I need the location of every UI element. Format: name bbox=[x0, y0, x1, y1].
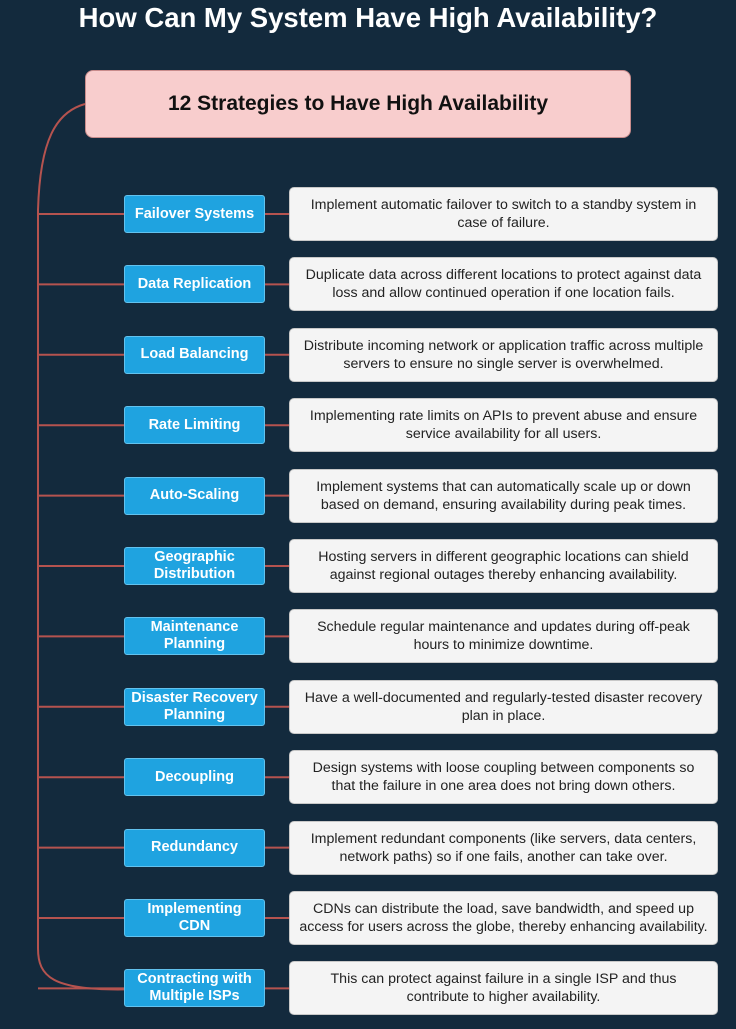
strategy-description: Implement redundant components (like ser… bbox=[289, 820, 718, 875]
strategy-label: Rate Limiting bbox=[124, 406, 265, 445]
strategy-description: Hosting servers in different geographic … bbox=[289, 539, 718, 593]
strategy-row: Data Replication Duplicate data across di… bbox=[0, 257, 736, 312]
strategy-description: This can protect against failure in a si… bbox=[289, 961, 718, 1016]
strategy-description: Implement systems that can automatically… bbox=[289, 468, 718, 523]
strategy-description: Have a well-documented and regularly-tes… bbox=[289, 679, 718, 734]
strategy-row: Auto-Scaling Implement systems that can a… bbox=[0, 468, 736, 523]
strategy-row: Implementing CDN CDNs can distribute the … bbox=[0, 891, 736, 945]
strategy-label: Data Replication bbox=[124, 265, 265, 304]
strategy-row: Decoupling Design systems with loose coup… bbox=[0, 750, 736, 805]
strategy-description: CDNs can distribute the load, save bandw… bbox=[289, 891, 718, 945]
page-title: How Can My System Have High Availability… bbox=[78, 2, 658, 33]
strategy-label: Load Balancing bbox=[124, 335, 265, 374]
strategy-label: Failover Systems bbox=[124, 195, 265, 233]
strategies-banner: 12 Strategies to Have High Availability bbox=[85, 70, 631, 138]
strategy-row: Maintenance Planning Schedule regular mai… bbox=[0, 609, 736, 664]
strategy-label: Maintenance Planning bbox=[124, 617, 265, 656]
strategy-row: Load Balancing Distribute incoming networ… bbox=[0, 327, 736, 382]
strategy-description: Schedule regular maintenance and updates… bbox=[289, 609, 718, 664]
strategy-label: Disaster Recovery Planning bbox=[124, 687, 265, 726]
strategy-row: Disaster Recovery Planning Have a well-do… bbox=[0, 679, 736, 734]
strategy-label: Implementing CDN bbox=[124, 899, 265, 937]
strategy-description: Distribute incoming network or applicati… bbox=[289, 327, 718, 382]
strategy-label: Decoupling bbox=[124, 758, 265, 797]
strategy-row: Contracting with Multiple ISPs This can p… bbox=[0, 961, 736, 1016]
strategy-label: Geographic Distribution bbox=[124, 547, 265, 585]
strategy-description: Implement automatic failover to switch t… bbox=[289, 187, 718, 241]
strategy-description: Design systems with loose coupling betwe… bbox=[289, 750, 718, 805]
strategy-row: Failover Systems Implement automatic fail… bbox=[0, 187, 736, 241]
bracket-spine bbox=[37, 103, 125, 991]
strategy-label: Redundancy bbox=[124, 828, 265, 867]
strategy-description: Duplicate data across different location… bbox=[289, 257, 718, 312]
strategy-label: Contracting with Multiple ISPs bbox=[124, 969, 265, 1008]
strategy-row: Geographic Distribution Hosting servers i… bbox=[0, 539, 736, 593]
strategy-row: Redundancy Implement redundant components… bbox=[0, 820, 736, 875]
strategy-description: Implementing rate limits on APIs to prev… bbox=[289, 398, 718, 453]
strategy-row: Rate Limiting Implementing rate limits on… bbox=[0, 398, 736, 453]
strategy-label: Auto-Scaling bbox=[124, 476, 265, 515]
